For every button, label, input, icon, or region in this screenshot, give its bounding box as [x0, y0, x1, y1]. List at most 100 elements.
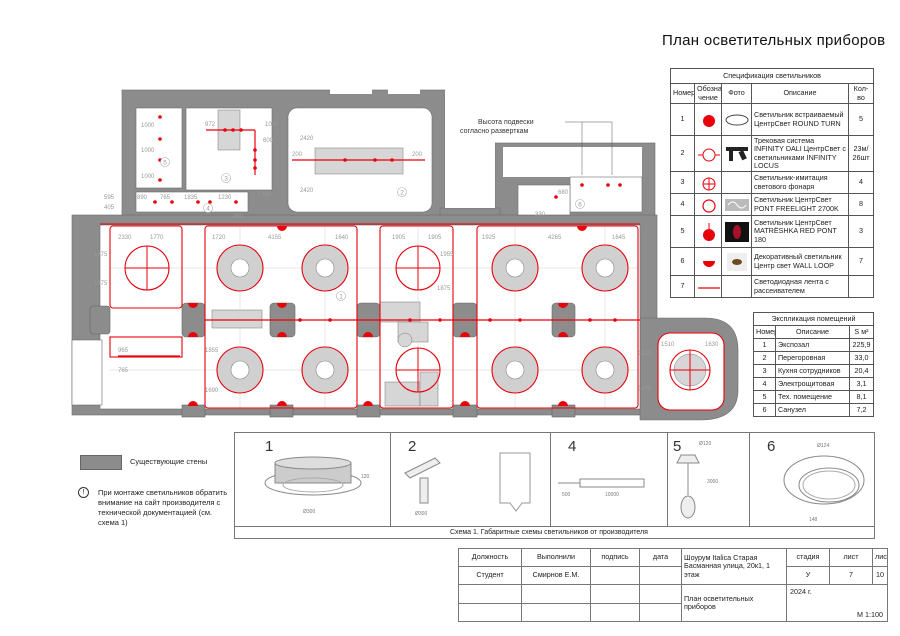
dimension-label: 600: [263, 138, 274, 144]
spec-header-number: Номер: [670, 83, 695, 104]
dimension-label: 2420: [300, 136, 314, 142]
spec-description: Светодиодная лента с рассеивателем: [751, 275, 849, 298]
ring-fixture-center: [230, 360, 250, 380]
room-number-marker: [397, 187, 407, 197]
freelight-drawing: 10000 500: [558, 478, 645, 498]
spec-row: 2 Трековая система INFINITY DALI ЦентрСв…: [670, 135, 875, 172]
tb-empty: [458, 602, 522, 622]
dimension-label: 1770: [150, 235, 164, 241]
spec-number: 7: [670, 275, 695, 298]
spec-number: 4: [670, 193, 695, 216]
dimension-label: 450: [233, 214, 244, 220]
spec-row: 3 Светильник-имитация светового фонаря 4: [670, 171, 875, 194]
room-number: 6: [578, 201, 582, 208]
expl-name: Перегоровная: [775, 351, 850, 365]
expl-area: 8,1: [848, 390, 875, 404]
downlight-fixture: [343, 158, 347, 162]
tb-date: [639, 566, 682, 585]
expl-area: 20,4: [848, 364, 875, 378]
scheme-number: 6: [767, 438, 776, 455]
scheme-dim: 500: [562, 492, 571, 498]
wall-loop-fixture: [277, 332, 287, 337]
expl-row: 2 Перегоровная 33,0: [753, 351, 875, 365]
downlight-fixture: [438, 318, 442, 322]
title-block: Должность Выполнили подпись дата Шоурум …: [458, 548, 888, 622]
dimension-label: 965: [118, 348, 129, 354]
spec-row: 4 Светильник ЦентрСвет PONT FREELIGHT 27…: [670, 193, 875, 216]
spec-number: 2: [670, 135, 695, 172]
suspension-note-line2: согласно разверткам: [460, 128, 529, 135]
spec-description: Светильник ЦентрСвет MATRËSHKA RED PONT …: [751, 215, 849, 248]
expl-area: 225,9: [848, 338, 875, 352]
spec-qty: 3: [847, 215, 875, 248]
led-strip-outlines: [100, 223, 725, 411]
dimension-label: 1510: [661, 342, 675, 348]
wall-loop-fixture: [188, 303, 198, 308]
tb-position: Студент: [458, 566, 522, 585]
tb-performer: Смирнов Е.М.: [521, 566, 591, 585]
tb-sheet: 7: [829, 566, 873, 585]
dimension-label: 1490: [638, 386, 652, 392]
expl-row: 6 Санузел 7,2: [753, 403, 875, 417]
led-line-symbol-icon: [698, 286, 720, 289]
spec-symbol: [694, 171, 722, 194]
room-number-marker: [336, 291, 346, 301]
wall-loop-fixture: [277, 401, 287, 406]
room-explication-table: Экспликация помещений Номер Описание S м…: [753, 312, 875, 417]
tb-header-sheets: листов: [872, 548, 888, 567]
downlight-fixture: [170, 200, 174, 204]
fixture-photo: [727, 252, 747, 271]
expl-number: 1: [753, 338, 776, 352]
downlight-fixture: [253, 148, 257, 152]
dimension-label: 1510: [638, 351, 652, 357]
dimension-label: 1720: [212, 235, 226, 241]
downlight-fixture: [554, 195, 558, 199]
dimension-label: 1875: [94, 252, 108, 258]
wall-loop-fixture: [363, 401, 373, 406]
tb-header-performed: Выполнили: [521, 548, 591, 567]
dimension-label: 4155: [268, 235, 282, 241]
tb-header-date: дата: [639, 548, 682, 567]
wall-loop-fixture: [460, 332, 470, 337]
expl-name: Кухня сотрудников: [775, 364, 850, 378]
dimension-label: 4265: [548, 235, 562, 241]
ring-fixture-center: [315, 258, 335, 278]
spec-photo: [721, 275, 752, 298]
spec-qty: 23м/ 26шт: [847, 135, 875, 172]
downlight-fixture: [158, 178, 162, 182]
spec-photo: [721, 171, 752, 194]
tb-sheets: 10: [872, 566, 888, 585]
tb-project: Шоурум Italica Старая Басманная улица, 2…: [681, 548, 787, 585]
downlight-fixture: [518, 318, 522, 322]
downlight-fixture: [253, 166, 257, 170]
wall-loop-fixture: [577, 226, 587, 231]
ring-fixture-center: [595, 360, 615, 380]
dimension-label: 765: [118, 368, 129, 374]
spec-description: Светильник-имитация светового фонаря: [751, 171, 849, 194]
expl-number: 3: [753, 364, 776, 378]
downlight-fixture: [153, 200, 157, 204]
suspension-note: Высота подвески согласно разверткам: [460, 119, 613, 175]
dimension-label: 1905: [392, 235, 406, 241]
expl-row: 1 Экспозал 225,9: [753, 338, 875, 352]
wall-loop-fixture: [277, 303, 287, 308]
spec-photo: [721, 103, 752, 136]
fixture-photo: [725, 198, 749, 211]
expl-row: 3 Кухня сотрудников 20,4: [753, 364, 875, 378]
expl-name: Санузел: [775, 403, 850, 417]
spec-row: 6 Декоративный светильник Центр свет WAL…: [670, 247, 875, 276]
downlight-fixture: [196, 200, 200, 204]
spec-row: 7 Светодиодная лента с рассеивателем: [670, 275, 875, 298]
room-number: 1: [339, 293, 343, 300]
downlight-fixture: [223, 128, 227, 132]
scheme-dim: 10000: [605, 492, 619, 498]
spec-symbol: [694, 135, 722, 172]
wall-loop-fixture: [558, 332, 568, 337]
dimension-label: 972: [205, 122, 216, 128]
dimension-label: 200: [412, 152, 423, 158]
spec-number: 6: [670, 247, 695, 276]
